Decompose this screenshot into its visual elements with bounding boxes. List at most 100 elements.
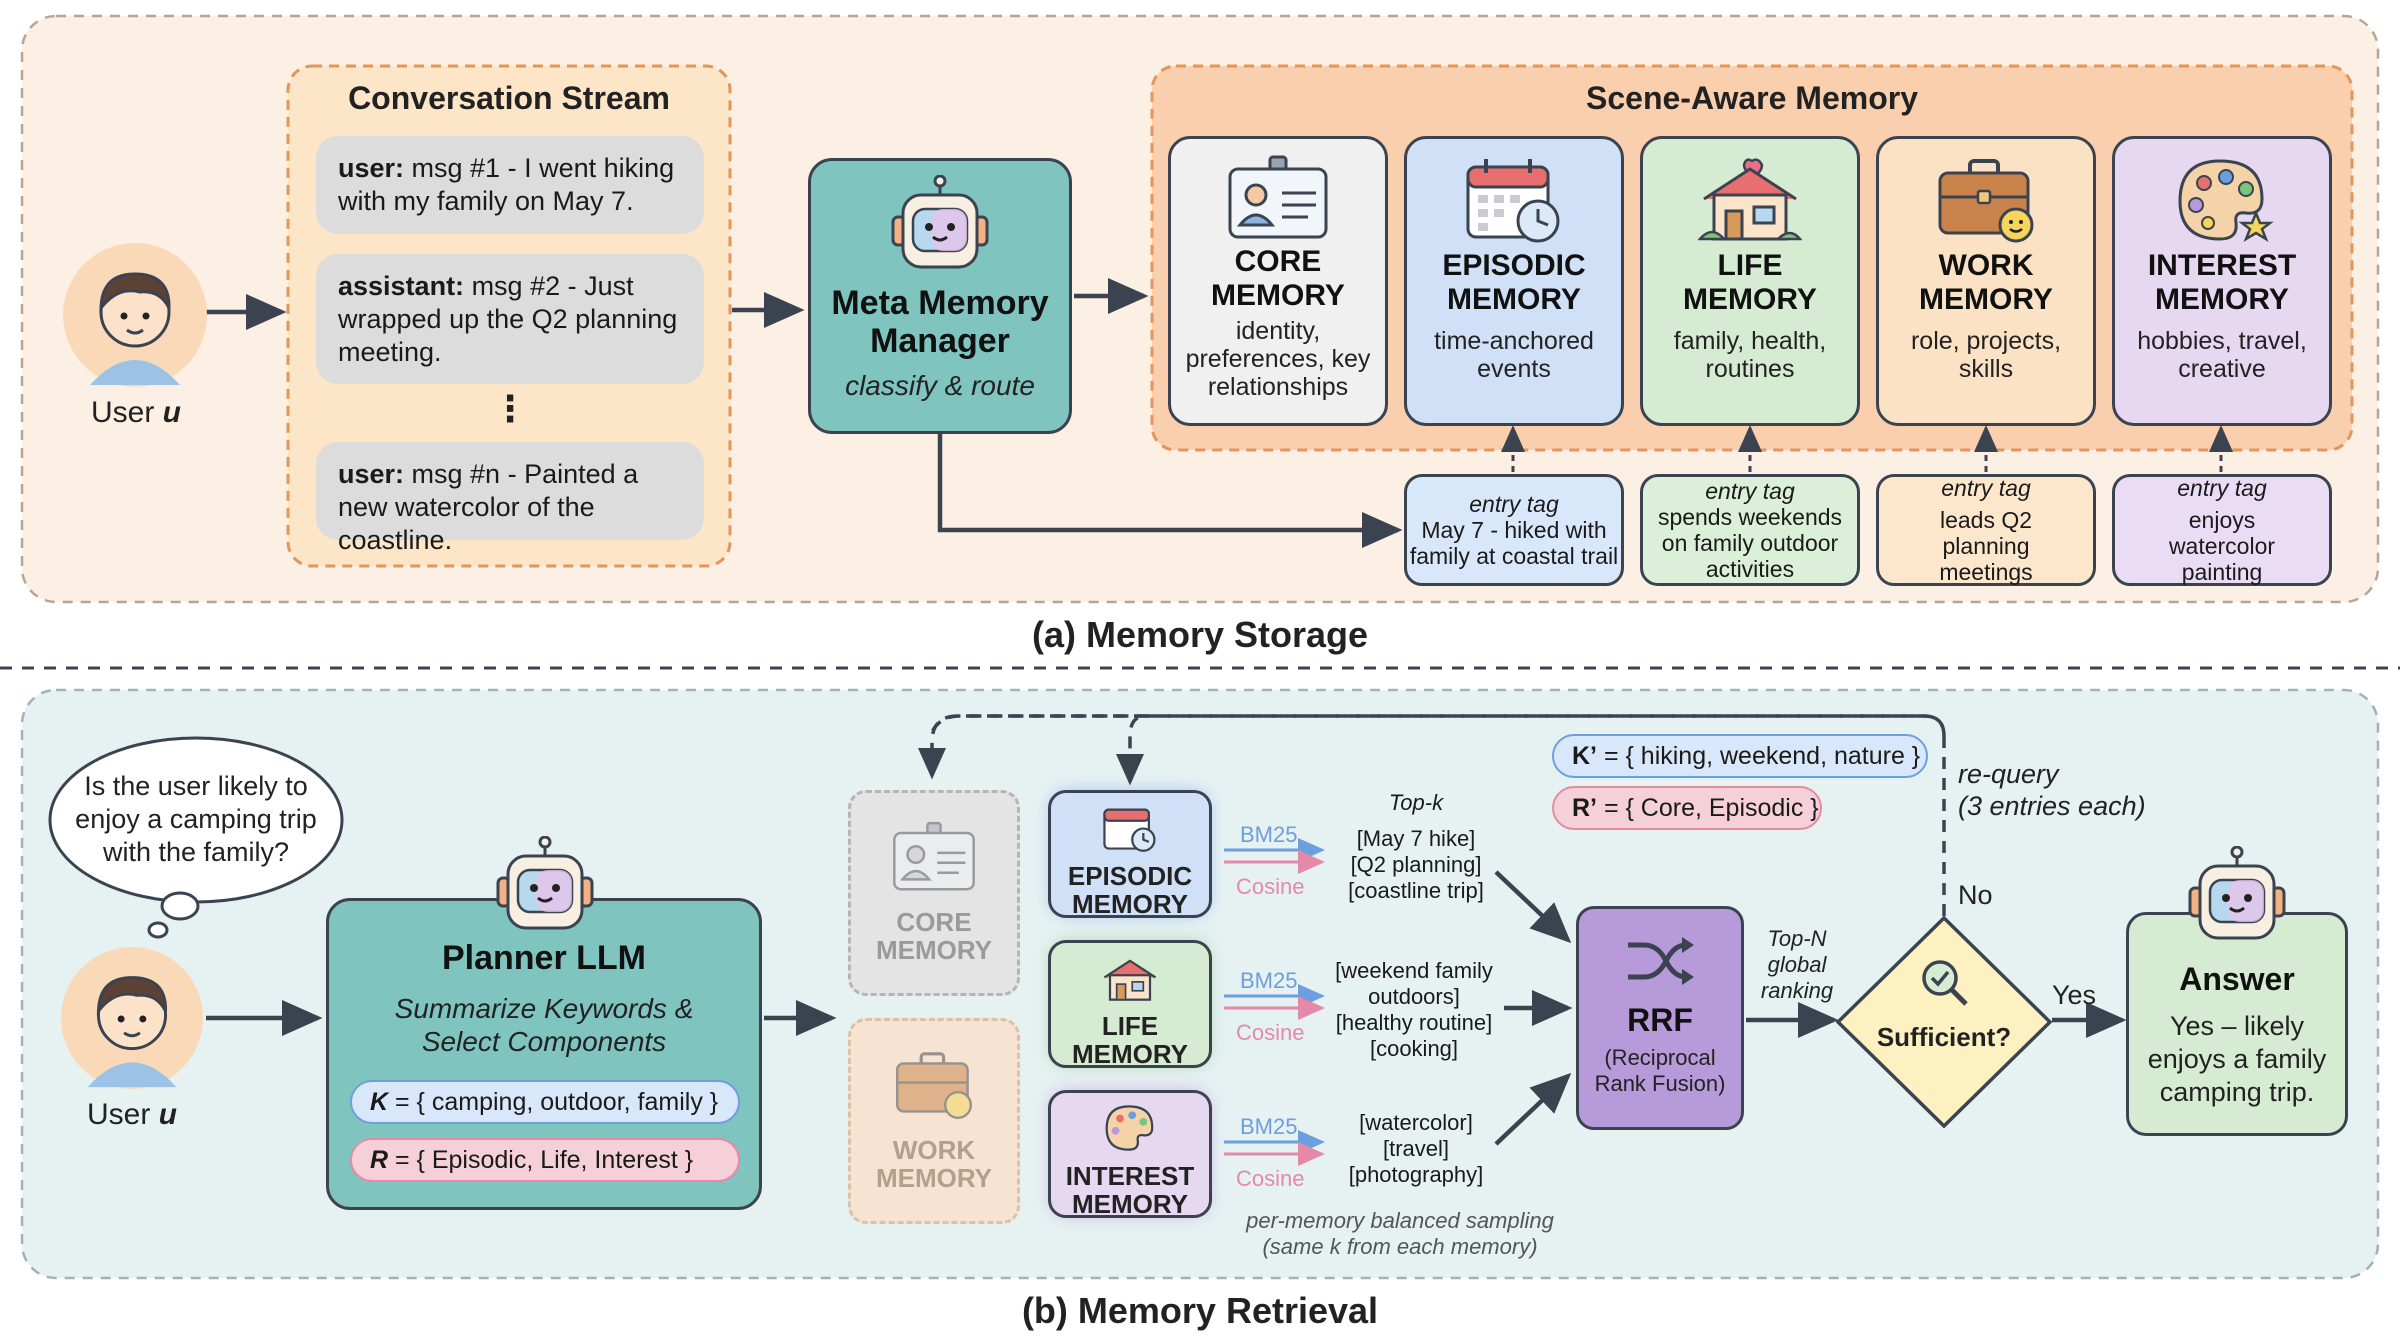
magnifier-check-icon <box>1916 956 1974 1013</box>
entry-tag: entry tag leads Q2 planning meetings <box>1876 474 2096 586</box>
message-text: msg #n - Painted a new watercolor of the… <box>338 459 639 555</box>
decision-label: Sufficient? <box>1876 1022 2012 1052</box>
result-item: [photography] <box>1348 1162 1484 1187</box>
user-variable: u <box>162 396 181 429</box>
memory-title-line: INTEREST <box>2147 249 2297 282</box>
memory-title-line: CORE <box>896 907 972 937</box>
result-item: [weekend family <box>1335 958 1493 983</box>
requery-keywords-var: K’ <box>1572 742 1597 770</box>
memory-card-episodic: EPISODIC MEMORY time-anchored events <box>1404 136 1624 426</box>
memory-title-line: MEMORY <box>1071 1039 1189 1069</box>
result-item: [healthy routine] <box>1335 1010 1493 1035</box>
memory-card-core: CORE MEMORY identity, preferences, key r… <box>1168 136 1388 426</box>
memory-card-interest: INTEREST MEMORY hobbies, travel, creativ… <box>2112 136 2332 426</box>
entry-tag-text: spends weekends on family outdoor activi… <box>1657 504 1843 582</box>
requery-components-text: = { Core, Episodic } <box>1597 794 1819 822</box>
entry-tag: entry tag spends weekends on family outd… <box>1640 474 1860 586</box>
memory-card-title: INTEREST MEMORY <box>2148 249 2296 317</box>
memory-title-line: EPISODIC <box>1442 249 1586 282</box>
user-label: User u <box>56 396 216 430</box>
section-label-storage: (a) Memory Storage <box>1031 614 1369 655</box>
keywords-pill: K = { camping, outdoor, family } <box>350 1080 740 1124</box>
cosine-label: Cosine <box>1236 1020 1305 1045</box>
memory-card-work: WORK MEMORY role, projects, skills <box>1876 136 2096 426</box>
bm25-label: BM25 <box>1240 1114 1298 1139</box>
user-variable: u <box>158 1098 177 1131</box>
palette-icon <box>2170 155 2274 245</box>
topn-label-line: ranking <box>1760 978 1834 1003</box>
cosine-label: Cosine <box>1236 874 1305 899</box>
keywords-text: = { camping, outdoor, family } <box>388 1088 719 1116</box>
inactive-memory-title: CORE MEMORY <box>876 908 992 964</box>
id-card-icon <box>1226 155 1330 241</box>
memory-card-life: LIFE MEMORY family, health, routines <box>1640 136 1860 426</box>
memory-title-line: MEMORY <box>1683 283 1817 316</box>
robot-icon <box>2182 845 2292 951</box>
topk-results-life: [weekend family outdoors] [healthy routi… <box>1316 958 1512 1062</box>
requery-label-line: re-query <box>1958 759 2059 789</box>
topk-label: Top-k <box>1388 790 1444 815</box>
shuffle-icon <box>1624 931 1696 996</box>
memory-card-title: LIFE MEMORY <box>1683 249 1817 317</box>
planner-subtitle-line: Summarize Keywords & <box>394 993 694 1024</box>
result-item: outdoors] <box>1368 984 1460 1009</box>
ellipsis: ⋮ <box>492 388 528 429</box>
memory-title-line: MEMORY <box>875 935 993 965</box>
requery-keywords-pill: K’ = { hiking, weekend, nature } <box>1552 734 1928 778</box>
entry-tag-text: leads Q2 planning meetings <box>1939 507 2033 585</box>
entry-tag: entry tag May 7 - hiked with family at c… <box>1404 474 1624 586</box>
memory-title-line: MEMORY <box>1919 283 2053 316</box>
memory-title-line: MEMORY <box>1071 1189 1189 1219</box>
memory-title-line: LIFE <box>1717 249 1783 282</box>
decision-yes-label: Yes <box>2052 980 2097 1010</box>
planner-title: Planner LLM <box>441 939 647 977</box>
decision-diamond <box>1835 915 2053 1129</box>
requery-label-line: (3 entries each) <box>1958 791 2146 821</box>
rrf-subtitle-line: Rank Fusion) <box>1594 1071 1726 1096</box>
robot-icon <box>885 174 995 280</box>
user-label-text: User <box>86 1098 151 1131</box>
user-label: User u <box>52 1098 212 1132</box>
memory-title-line: MEMORY <box>2155 283 2289 316</box>
message-speaker: user: <box>338 153 405 183</box>
active-memory-life: LIFE MEMORY <box>1048 940 1212 1068</box>
inactive-memory-title: WORK MEMORY <box>876 1136 992 1192</box>
memory-title-line: LIFE <box>1101 1011 1159 1041</box>
memory-title-line: INTEREST <box>1065 1161 1195 1191</box>
meta-memory-manager: Meta Memory Manager classify & route <box>808 158 1072 434</box>
rrf-subtitle: (Reciprocal Rank Fusion) <box>1595 1045 1726 1097</box>
active-memory-interest: INTEREST MEMORY <box>1048 1090 1212 1218</box>
result-item: [travel] <box>1382 1136 1450 1161</box>
answer-line: enjoys a family <box>2147 1044 2327 1074</box>
answer-text: Yes – likely enjoys a family camping tri… <box>2148 1010 2327 1109</box>
active-memory-title: INTEREST MEMORY <box>1066 1162 1195 1218</box>
entry-tag-label: entry tag <box>1705 478 1795 504</box>
requery-label: re-query (3 entries each) <box>1958 758 2146 822</box>
entry-tag-text: May 7 - hiked with family at coastal tra… <box>1409 517 1619 569</box>
active-memory-title: LIFE MEMORY <box>1072 1012 1188 1068</box>
user-avatar <box>58 944 206 1092</box>
memory-title-line: MEMORY <box>875 1163 993 1193</box>
calendar-clock-icon <box>1101 803 1159 858</box>
house-icon <box>1698 155 1802 245</box>
message-text: msg #2 - Just wrapped up the Q2 planning… <box>338 271 678 367</box>
sampling-note-line: per-memory balanced sampling <box>1246 1208 1554 1233</box>
memory-card-title: EPISODIC MEMORY <box>1442 249 1585 317</box>
requery-components-var: R’ <box>1572 794 1597 822</box>
question-text: Is the user likely to enjoy a camping tr… <box>75 771 317 867</box>
manager-subtitle: classify & route <box>845 370 1035 401</box>
robot-icon <box>490 835 600 941</box>
user-label-text: User <box>90 396 155 429</box>
cosine-label: Cosine <box>1236 1166 1305 1191</box>
manager-title: Meta Memory Manager <box>831 284 1048 360</box>
manager-title-line: Manager <box>870 322 1010 360</box>
message-speaker: assistant: <box>338 271 465 301</box>
active-memory-title: EPISODIC MEMORY <box>1068 862 1192 918</box>
message-bubble: assistant: msg #2 - Just wrapped up the … <box>316 254 704 384</box>
memory-title-line: EPISODIC <box>1067 861 1193 891</box>
message-bubble: user: msg #n - Painted a new watercolor … <box>316 442 704 555</box>
result-item: [cooking] <box>1369 1036 1459 1061</box>
components-text: = { Episodic, Life, Interest } <box>388 1146 694 1174</box>
memory-title-line: WORK <box>892 1135 976 1165</box>
memory-card-title: CORE MEMORY <box>1211 245 1345 313</box>
